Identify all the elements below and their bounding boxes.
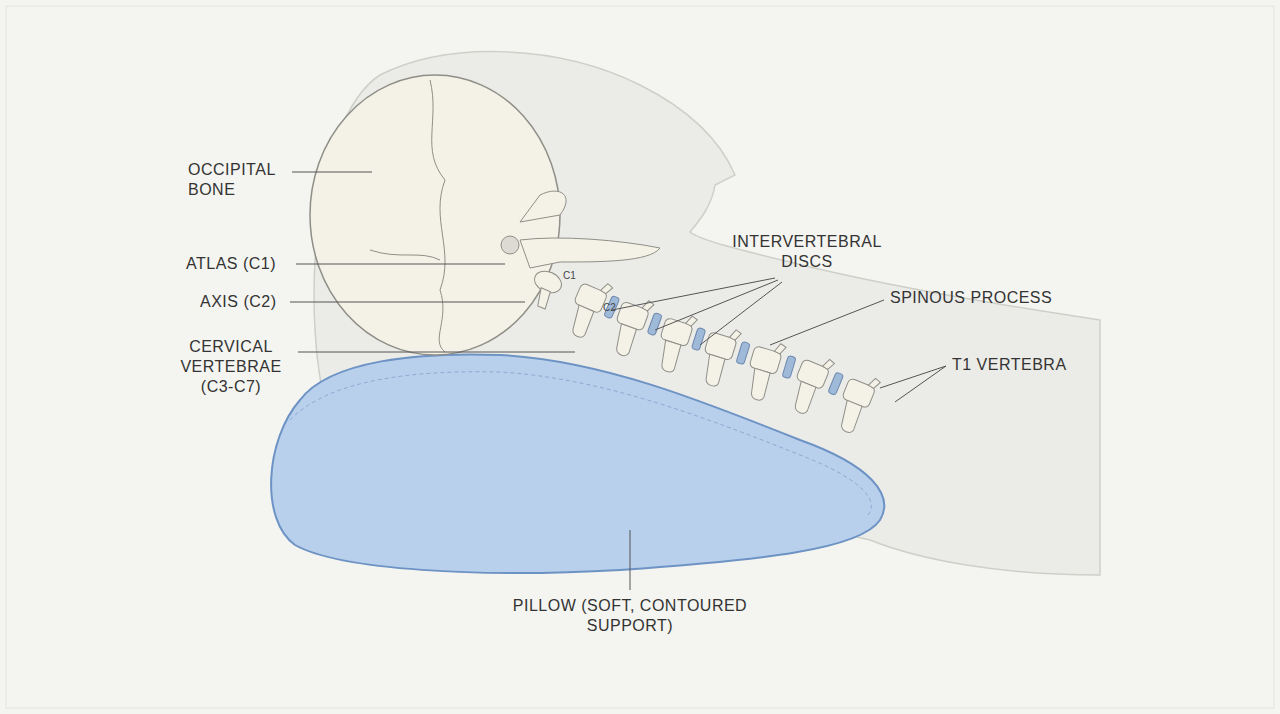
facet <box>774 343 786 355</box>
jaw-bone <box>520 238 660 268</box>
spinous-process <box>611 324 637 358</box>
leader-line <box>630 530 631 590</box>
facet <box>822 358 835 371</box>
vertebra <box>831 369 881 436</box>
part-label: T1 VERTEBRA <box>952 355 1102 375</box>
ear-canal <box>501 236 519 254</box>
leader-line <box>290 302 525 303</box>
leader-line <box>770 300 884 345</box>
skull <box>310 75 560 355</box>
disc <box>782 355 796 378</box>
spinous-process <box>836 400 863 434</box>
disc <box>828 372 844 395</box>
spinous-process <box>746 368 771 401</box>
leader-line <box>880 366 946 388</box>
leader-lines <box>290 172 946 590</box>
frame <box>6 6 1274 708</box>
spine <box>525 267 881 436</box>
spinous-process <box>701 354 726 387</box>
spinous-process <box>790 381 817 415</box>
facet <box>868 377 881 390</box>
disc <box>647 312 662 335</box>
vertebra-number: C2 <box>603 302 623 313</box>
pillow-seam <box>290 372 871 515</box>
leader-line <box>298 352 575 353</box>
styloid <box>520 191 566 222</box>
facet <box>729 329 742 342</box>
vertebra <box>695 323 742 390</box>
suture <box>430 80 445 352</box>
vertebra <box>784 350 835 417</box>
spinous-process <box>567 305 594 339</box>
leader-line <box>895 366 946 402</box>
part-label: INTERVERTEBRAL DISCS <box>712 232 902 272</box>
leader-line <box>296 264 505 265</box>
leader-line <box>655 280 778 330</box>
vertebra-number: C1 <box>563 270 583 281</box>
vertebra <box>525 267 565 311</box>
disc <box>736 341 750 364</box>
facet <box>600 282 613 295</box>
part-label: ATLAS (C1) <box>186 254 296 274</box>
leader-line <box>612 278 775 310</box>
facet <box>642 299 655 312</box>
disc <box>691 327 705 350</box>
part-label: OCCIPITAL BONE <box>188 160 308 200</box>
suture <box>370 250 440 260</box>
pillow <box>271 354 884 573</box>
spinous-process <box>534 288 552 309</box>
part-label: PILLOW (SOFT, CONTOURED SUPPORT) <box>505 596 755 636</box>
part-label: AXIS (C2) <box>200 292 290 312</box>
leader-line <box>292 172 372 173</box>
part-label: SPINOUS PROCESS <box>890 288 1080 308</box>
vertebra <box>741 337 787 404</box>
leader-line <box>700 282 782 345</box>
spinous-process <box>657 340 682 373</box>
vertebra <box>651 309 698 376</box>
part-label: CERVICAL VERTEBRAE (C3-C7) <box>168 337 294 397</box>
